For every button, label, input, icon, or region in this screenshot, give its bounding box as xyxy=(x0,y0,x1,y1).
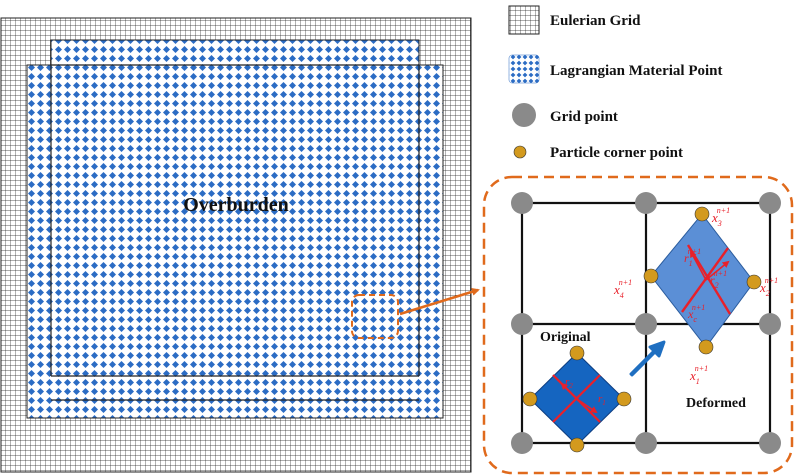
deformed-label: Deformed xyxy=(686,396,746,411)
grid-point xyxy=(759,192,781,214)
deformed-r2-label: r2n+1 xyxy=(710,269,727,290)
corner-point xyxy=(643,268,659,284)
deformed-xc-label: xcn+1 xyxy=(687,303,705,324)
grid-square-icon xyxy=(508,5,540,35)
lagrangian-material-region xyxy=(26,39,444,419)
grid-point xyxy=(635,313,657,335)
legend-label: Particle corner point xyxy=(550,145,683,161)
original-r1-label: r1 xyxy=(598,393,606,407)
corner-point xyxy=(694,206,710,222)
blue-arrow-icon xyxy=(629,340,666,377)
deformed-particle: r1n+1 r2n+1 xcn+1 xyxy=(643,206,762,355)
grid-point xyxy=(511,192,533,214)
original-r2-arrow xyxy=(560,382,578,400)
legend-label: Eulerian Grid xyxy=(550,13,641,29)
grid-points xyxy=(511,192,781,454)
detail-panel: r2 r1 r1n+1 r2n+1 xcn+1 xyxy=(482,175,794,475)
zoom-selection-box xyxy=(351,294,399,339)
corner-point xyxy=(569,345,585,361)
legend: Eulerian Grid Lagrangian Material Point … xyxy=(508,5,723,161)
legend-item-lagrangian-point: Lagrangian Material Point xyxy=(508,54,723,84)
legend-label: Lagrangian Material Point xyxy=(550,63,723,79)
original-r1-arrow xyxy=(576,398,598,414)
grid-point xyxy=(759,432,781,454)
original-label: Original xyxy=(540,330,591,345)
overburden-label: Overburden xyxy=(183,194,289,216)
x4-label: x4n+1 xyxy=(613,278,632,300)
corner-point xyxy=(522,391,538,407)
grid-point xyxy=(635,192,657,214)
deformation-arrow xyxy=(629,340,666,377)
original-r2-label: r2 xyxy=(565,376,573,390)
zoom-arrow xyxy=(399,287,480,316)
dotted-square-icon xyxy=(508,54,540,84)
grid-point xyxy=(511,432,533,454)
x1-label: x1n+1 xyxy=(689,364,708,386)
grid-point xyxy=(635,432,657,454)
deformed-r2-arrow xyxy=(705,260,730,281)
legend-label: Grid point xyxy=(550,109,618,125)
deformed-r1-arrow xyxy=(690,250,707,281)
x3-label: x3n+1 xyxy=(711,206,730,228)
legend-item-eulerian-grid: Eulerian Grid xyxy=(508,5,641,35)
legend-item-corner-point: Particle corner point xyxy=(513,145,683,161)
gray-circle-icon xyxy=(512,103,536,127)
simulation-domain: Overburden xyxy=(0,17,480,473)
orange-circle-icon xyxy=(513,145,527,159)
corner-point xyxy=(569,437,585,453)
legend-item-grid-point: Grid point xyxy=(512,103,618,127)
original-particle: r2 r1 xyxy=(522,345,632,453)
deformed-vector-r2-line xyxy=(681,247,729,313)
x2-label: x2n+1 xyxy=(759,276,778,298)
grid-point xyxy=(759,313,781,335)
corner-point xyxy=(698,339,714,355)
corner-point xyxy=(746,274,762,290)
deformed-r1-label: r1n+1 xyxy=(684,247,701,268)
grid-point xyxy=(511,313,533,335)
corner-point xyxy=(616,391,632,407)
